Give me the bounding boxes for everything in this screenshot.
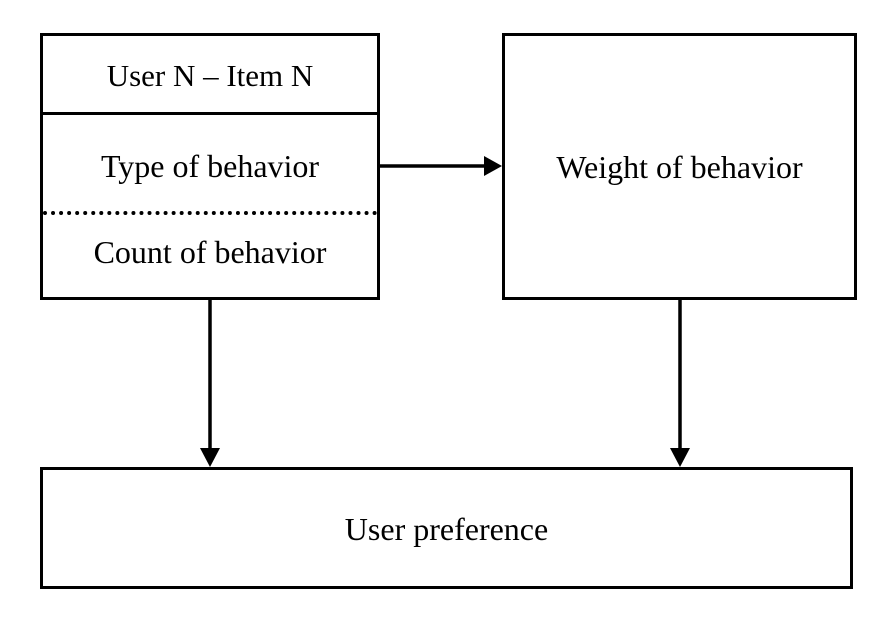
count-of-behavior-label: Count of behavior [93,234,327,270]
user-preference-box: User preference [40,467,853,589]
dotted-divider [43,211,377,215]
weight-of-behavior-box: Weight of behavior [502,33,857,300]
weight-of-behavior-label: Weight of behavior [556,149,803,185]
user-item-box: User N – Item N Type of behavior Count o… [40,33,380,300]
arrow-useritem-to-preference [200,300,220,467]
type-of-behavior-label: Type of behavior [100,148,320,184]
arrow-weight-to-preference [670,300,690,467]
user-item-title-row: User N – Item N [43,36,377,115]
user-preference-label: User preference [344,511,549,547]
user-item-title: User N – Item N [106,58,314,93]
arrow-type-to-weight [380,156,502,176]
